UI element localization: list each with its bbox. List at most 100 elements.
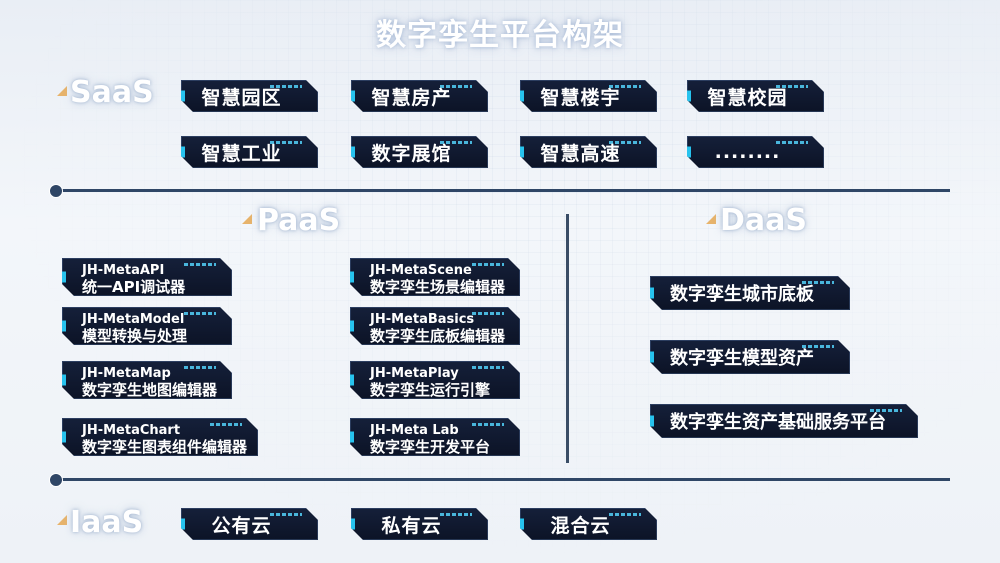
iaas-label: IaaS xyxy=(70,505,144,540)
box-accent xyxy=(62,272,66,283)
box-accent xyxy=(351,147,355,158)
daas-box: 数字孪生城市底板 xyxy=(650,276,850,310)
daas-label: DaaS xyxy=(720,203,807,238)
saas-box-label: 智慧工业 xyxy=(201,142,282,165)
paas-box-en: JH-MetaPlay xyxy=(370,366,459,381)
box-accent xyxy=(350,321,354,332)
iaas-box: 私有云 xyxy=(351,508,488,540)
box-stripes xyxy=(472,263,504,266)
box-accent xyxy=(350,272,354,283)
box-accent xyxy=(520,519,524,530)
paas-box-en: JH-MetaMap xyxy=(82,366,171,381)
divider-dot xyxy=(49,184,63,198)
saas-marker-icon xyxy=(57,86,67,96)
daas-marker-icon xyxy=(706,214,716,224)
iaas-box-label: 私有云 xyxy=(381,514,442,537)
box-stripes xyxy=(440,85,472,88)
box-accent xyxy=(350,432,354,443)
box-stripes xyxy=(609,513,641,516)
saas-box-label: ........ xyxy=(714,141,781,163)
saas-box-label: 智慧园区 xyxy=(201,86,282,109)
iaas-marker-icon xyxy=(57,515,67,525)
saas-box: ........ xyxy=(687,136,824,168)
box-accent xyxy=(351,519,355,530)
box-stripes xyxy=(609,85,641,88)
saas-box-label: 智慧校园 xyxy=(707,86,788,109)
box-accent xyxy=(351,91,355,102)
box-stripes xyxy=(472,423,504,426)
box-accent xyxy=(687,147,691,158)
box-stripes xyxy=(270,141,302,144)
divider-paas-iaas xyxy=(55,478,950,481)
saas-box-label: 数字展馆 xyxy=(371,142,452,165)
box-accent xyxy=(181,147,185,158)
paas-box-cn: 数字孪生底板编辑器 xyxy=(370,327,506,345)
box-stripes xyxy=(270,513,302,516)
paas-marker-icon xyxy=(242,214,252,224)
diagram-title: 数字孪生平台构架 xyxy=(376,18,624,53)
paas-box-cn: 数字孪生图表组件编辑器 xyxy=(82,438,248,456)
box-stripes xyxy=(184,263,216,266)
daas-box-label: 数字孪生城市底板 xyxy=(670,284,814,305)
daas-box-label: 数字孪生模型资产 xyxy=(670,348,814,369)
box-accent xyxy=(687,91,691,102)
paas-box-cn: 统一API调试器 xyxy=(82,278,186,296)
paas-label: PaaS xyxy=(257,203,341,238)
box-accent xyxy=(650,416,654,427)
paas-box-en: JH-MetaBasics xyxy=(370,312,475,327)
saas-box: 智慧工业 xyxy=(181,136,318,168)
box-accent xyxy=(650,288,654,299)
box-accent xyxy=(62,375,66,386)
box-stripes xyxy=(440,513,472,516)
box-stripes xyxy=(270,85,302,88)
daas-box-label: 数字孪生资产基础服务平台 xyxy=(670,412,886,433)
paas-box-en: JH-MetaScene xyxy=(370,263,472,278)
saas-box: 数字展馆 xyxy=(351,136,488,168)
box-stripes xyxy=(802,345,834,348)
saas-label: SaaS xyxy=(70,75,154,110)
paas-box-en: JH-MetaModel xyxy=(82,312,185,327)
paas-box-en: JH-Meta Lab xyxy=(370,423,459,438)
box-stripes xyxy=(870,409,902,412)
box-accent xyxy=(62,432,66,443)
paas-box-en: JH-MetaAPI xyxy=(82,263,165,278)
paas-box-cn: 数字孪生场景编辑器 xyxy=(370,278,506,296)
box-stripes xyxy=(802,281,834,284)
saas-box: 智慧园区 xyxy=(181,80,318,112)
box-stripes xyxy=(184,312,216,315)
saas-box: 智慧楼宇 xyxy=(520,80,657,112)
paas-box-cn: 模型转换与处理 xyxy=(82,327,188,345)
box-accent xyxy=(350,375,354,386)
saas-box-label: 智慧楼宇 xyxy=(540,86,621,109)
iaas-box: 公有云 xyxy=(181,508,318,540)
box-stripes xyxy=(609,141,641,144)
box-accent xyxy=(520,91,524,102)
paas-daas-separator xyxy=(566,214,569,463)
paas-box-en: JH-MetaChart xyxy=(82,423,181,438)
box-accent xyxy=(181,519,185,530)
saas-box-label: 智慧房产 xyxy=(371,86,452,109)
iaas-box-label: 混合云 xyxy=(550,514,611,537)
box-stripes xyxy=(440,141,472,144)
box-accent xyxy=(62,321,66,332)
box-stripes xyxy=(776,141,808,144)
paas-box-cn: 数字孪生地图编辑器 xyxy=(82,381,218,399)
box-stripes xyxy=(472,312,504,315)
box-accent xyxy=(181,91,185,102)
saas-box: 智慧校园 xyxy=(687,80,824,112)
box-accent xyxy=(520,147,524,158)
divider-saas-paas xyxy=(55,189,950,192)
paas-box-cn: 数字孪生运行引擎 xyxy=(370,381,491,399)
iaas-box-label: 公有云 xyxy=(211,514,272,537)
box-stripes xyxy=(210,423,242,426)
saas-box-label: 智慧高速 xyxy=(540,142,621,165)
divider-dot xyxy=(49,473,63,487)
saas-box: 智慧房产 xyxy=(351,80,488,112)
